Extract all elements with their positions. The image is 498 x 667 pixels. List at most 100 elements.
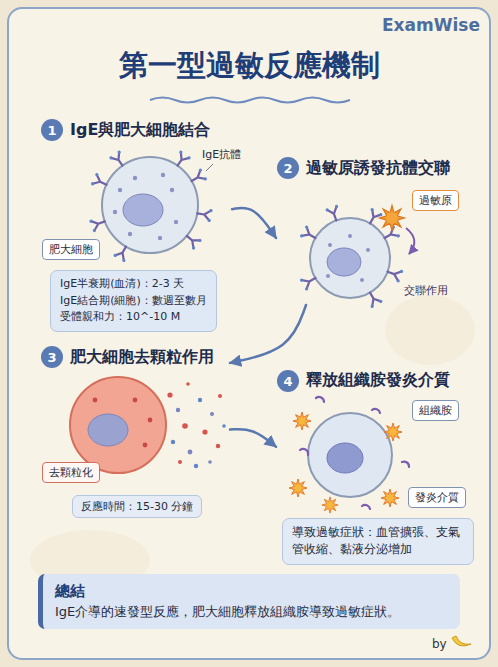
- label-box: 過敏原: [412, 190, 459, 211]
- mediator-particle: [362, 505, 370, 509]
- released-granule: [182, 423, 188, 429]
- wavy-underline: [150, 98, 350, 103]
- step-arrow: [232, 208, 276, 238]
- granule: [158, 236, 162, 240]
- antibody: [364, 207, 383, 226]
- released-granule: [167, 392, 172, 397]
- panel: [8, 8, 490, 659]
- granule: [348, 234, 352, 238]
- granule: [161, 173, 165, 177]
- label-box: 發炎介質: [408, 487, 466, 508]
- released-granule: [171, 440, 175, 444]
- mast-cell: [310, 218, 390, 298]
- mediator-burst: [293, 412, 311, 430]
- node-text: IgE介導的速發型反應，肥大細胞釋放組織胺導致過敏症狀。: [55, 602, 448, 622]
- released-granule: [218, 394, 222, 398]
- mast-cell: [102, 157, 198, 253]
- nucleus: [327, 443, 363, 473]
- allergen: [379, 205, 404, 230]
- step-number: 4: [277, 370, 299, 392]
- symptom-box: 導致過敏症狀：血管擴張、支氣管收縮、黏液分泌增加: [282, 518, 474, 565]
- released-granule: [188, 450, 193, 455]
- annotation: 交聯作用: [404, 283, 448, 298]
- antibody: [299, 225, 318, 244]
- node-text: 組織胺: [419, 403, 452, 418]
- credit: by: [432, 637, 447, 651]
- node-text: IgE與肥大細胞結合: [40, 118, 232, 141]
- antibody: [196, 207, 213, 223]
- node-text: 過敏原誘發抗體交聯: [276, 156, 476, 179]
- nucleus: [123, 194, 163, 226]
- info-box: IgE半衰期(血清)：2-3 天IgE結合期(細胞)：數週至數月受體親和力：10…: [50, 270, 217, 332]
- node-text: 總結: [55, 581, 448, 602]
- granule: [148, 418, 153, 423]
- released-granule: [186, 382, 190, 386]
- step-number: 3: [41, 346, 63, 368]
- node-text: 肥大細胞去顆粒作用: [40, 345, 230, 368]
- granule: [326, 274, 330, 278]
- node-text: 去顆粒化: [49, 465, 93, 480]
- brand-name: ExamWise: [382, 15, 480, 35]
- granule: [128, 232, 132, 236]
- antibody: [325, 204, 342, 222]
- granule: [366, 248, 370, 252]
- released-granule: [216, 444, 220, 448]
- antibody: [183, 231, 203, 250]
- antibody: [89, 215, 107, 232]
- granule: [170, 188, 174, 192]
- antibody: [364, 289, 383, 308]
- granule: [133, 176, 137, 180]
- granule: [328, 243, 332, 247]
- mediator-particle: [300, 449, 308, 455]
- mediator-burst: [322, 497, 338, 513]
- granule: [113, 210, 117, 214]
- node-text: 1: [47, 124, 56, 137]
- node-text: 受體親和力：10^-10 M: [60, 309, 207, 326]
- leader-line: [206, 164, 213, 171]
- mast-cell: [308, 413, 392, 497]
- crosslink-arrow: [406, 228, 414, 254]
- node-text: IgE結合期(細胞)：數週至數月: [60, 293, 207, 310]
- antibody: [299, 272, 318, 291]
- released-granule: [194, 464, 198, 468]
- node-text: 3: [47, 351, 56, 364]
- granule: [360, 278, 364, 282]
- step-arrow: [230, 305, 306, 363]
- node-text: IgE半衰期(血清)：2-3 天: [60, 276, 207, 293]
- node-text: 2: [283, 162, 292, 175]
- step-panel: 過敏原誘發抗體交聯2 過敏原: [276, 156, 476, 305]
- granule: [93, 398, 98, 403]
- released-granule: [176, 408, 180, 412]
- granule: [118, 188, 122, 192]
- step-number: 1: [41, 119, 63, 141]
- node-text: 反應時間：15-30 分鐘: [81, 499, 193, 514]
- node-text: 導致過敏症狀：血管擴張、支氣管收縮、黏液分泌增加: [292, 524, 464, 559]
- released-granule: [210, 412, 214, 416]
- antibody: [172, 150, 191, 170]
- nucleus: [327, 248, 361, 276]
- label-box: 肥大細胞: [42, 239, 100, 260]
- antibody: [113, 243, 132, 262]
- node-text: 肥大細胞: [49, 242, 93, 257]
- antibody: [188, 168, 207, 187]
- released-granule: [208, 460, 212, 464]
- connectors: [230, 208, 306, 447]
- released-granule: [198, 398, 202, 402]
- antibody: [109, 150, 128, 170]
- degranulating-cell: [70, 377, 166, 473]
- nucleus: [88, 414, 128, 446]
- callout-label: IgE抗體: [202, 147, 241, 162]
- released-granule: [202, 429, 207, 434]
- mediator-burst: [384, 423, 402, 441]
- released-granule: [178, 460, 182, 464]
- time-box: 反應時間：15-30 分鐘: [72, 495, 202, 518]
- granule: [143, 443, 148, 448]
- paper-stain: [385, 295, 475, 365]
- step-number: 2: [277, 157, 299, 179]
- released-granule: [222, 424, 226, 428]
- step-panel: 釋放組織胺發炎介質4組織胺發炎介質導致過敏症狀：血管擴張、支氣管收縮、黏液分泌增…: [276, 368, 478, 565]
- mediator-particle: [372, 409, 380, 413]
- label-box: 組織胺: [412, 400, 459, 421]
